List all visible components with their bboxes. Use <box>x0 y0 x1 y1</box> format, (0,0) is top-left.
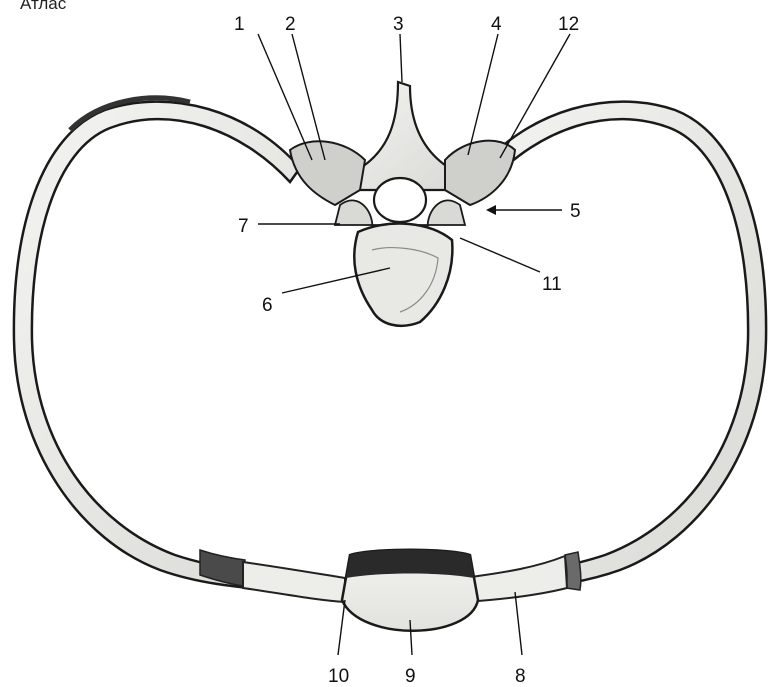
right-rib <box>465 102 766 598</box>
label-2: 2 <box>285 14 296 35</box>
label-9: 9 <box>405 666 416 687</box>
label-4: 4 <box>491 14 502 35</box>
label-10: 10 <box>328 666 349 687</box>
label-12: 12 <box>558 14 579 35</box>
left-transverse-process <box>290 141 365 205</box>
label-5: 5 <box>570 201 581 222</box>
left-costal-cartilage <box>243 562 345 602</box>
label-3: 3 <box>393 14 404 35</box>
vertebral-foramen <box>374 178 426 222</box>
label-6: 6 <box>262 295 273 316</box>
label-7: 7 <box>238 216 249 237</box>
label-1: 1 <box>234 14 245 35</box>
label-8: 8 <box>515 666 526 687</box>
left-rib <box>14 102 345 598</box>
label-11: 11 <box>542 274 562 295</box>
